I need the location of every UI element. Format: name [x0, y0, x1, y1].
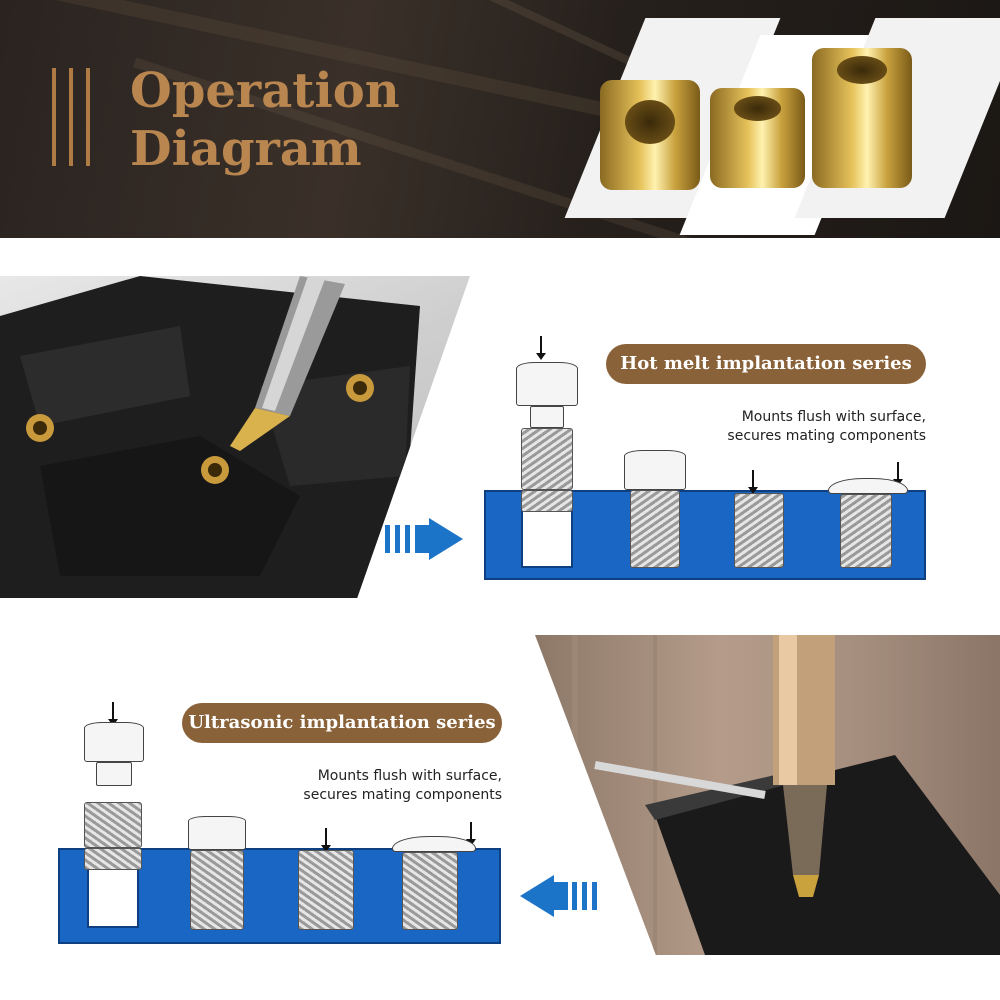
ultrasonic-horn [84, 722, 144, 762]
title-line-2: Diagram [130, 121, 362, 177]
press-arrow-icon [536, 336, 546, 360]
brass-insert-image-3 [812, 48, 912, 188]
hot-melt-description: Mounts flush with surface, secures matin… [700, 408, 926, 446]
heat-tool [516, 362, 578, 406]
insert-before-lower [521, 490, 573, 512]
insert-with-screw [840, 494, 892, 568]
header-banner: Operation Diagram [0, 0, 1000, 238]
title-line-1: Operation [130, 63, 400, 119]
insert-with-screw [402, 852, 458, 930]
arrow-right-icon [385, 518, 465, 560]
press-arrow-icon [893, 462, 903, 486]
hot-melt-photo [0, 276, 470, 598]
screw-head [392, 836, 476, 852]
heat-tool-tip [530, 406, 564, 428]
heat-tool-2 [624, 450, 686, 490]
ultrasonic-horn-tip [96, 762, 132, 786]
insert-installed [298, 850, 354, 930]
insert-pressing [630, 490, 680, 568]
hot-melt-desc-line-1: Mounts flush with surface, [741, 409, 926, 425]
ultrasonic-photo [535, 635, 1000, 955]
press-arrow-icon [321, 828, 331, 852]
insert-before-lower [84, 848, 142, 870]
ultrasonic-horn-2 [188, 816, 246, 850]
press-arrow-icon [748, 470, 758, 494]
ultrasonic-desc-line-1: Mounts flush with surface, [317, 768, 502, 784]
ultrasonic-series-label: Ultrasonic implantation series [182, 703, 502, 743]
ultrasonic-desc-line-2: secures mating components [303, 787, 502, 803]
insert-installed [734, 493, 784, 568]
insert-before [521, 428, 573, 490]
hot-melt-desc-line-2: secures mating components [727, 428, 926, 444]
ultrasonic-description: Mounts flush with surface, secures matin… [270, 767, 502, 805]
screw-head [828, 478, 908, 494]
press-arrow-icon [108, 702, 118, 726]
page-title: Operation Diagram [130, 62, 400, 178]
decorative-bars [52, 68, 92, 166]
insert-before [84, 802, 142, 848]
press-arrow-icon [466, 822, 476, 846]
arrow-left-icon [520, 875, 600, 917]
brass-insert-image-1 [600, 80, 700, 190]
hot-melt-series-label: Hot melt implantation series [606, 344, 926, 384]
brass-insert-image-2 [710, 88, 805, 188]
insert-pressing [190, 850, 244, 930]
